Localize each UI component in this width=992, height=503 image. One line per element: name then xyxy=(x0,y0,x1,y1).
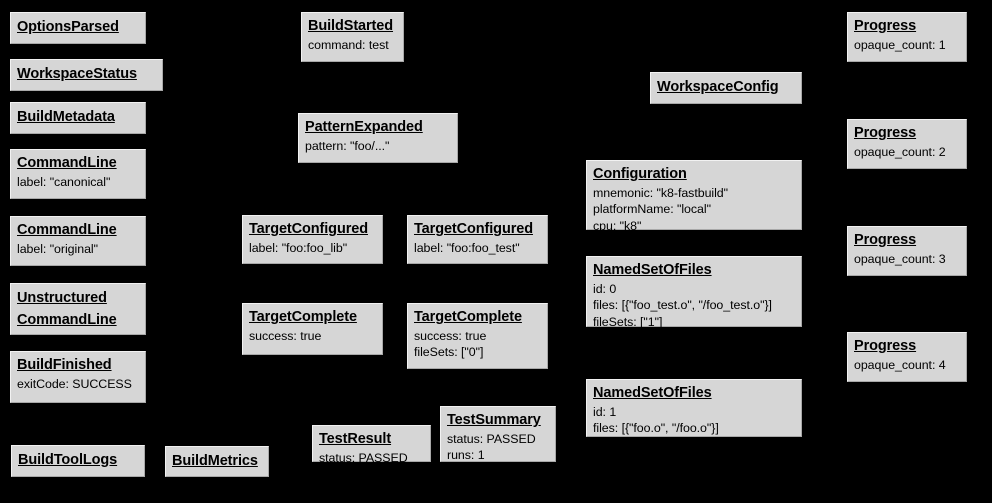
event-node-test-summary[interactable]: TestSummary status: PASSED runs: 1 xyxy=(440,406,556,462)
event-node-title: BuildMetrics xyxy=(172,453,258,469)
event-node-progress-2[interactable]: Progress opaque_count: 2 xyxy=(847,119,967,169)
event-node-title: NamedSetOfFiles xyxy=(593,385,712,401)
event-node-build-finished[interactable]: BuildFinished exitCode: SUCCESS xyxy=(10,351,146,403)
event-node-field: cpu: "k8" xyxy=(593,218,642,233)
event-node-field: opaque_count: 2 xyxy=(854,144,946,159)
event-node-fields: success: true xyxy=(249,328,376,345)
event-node-title: Unstructured CommandLine xyxy=(17,290,117,328)
event-node-title: BuildFinished xyxy=(17,357,112,373)
event-node-field: opaque_count: 4 xyxy=(854,357,946,372)
event-node-named-set-of-files-0[interactable]: NamedSetOfFiles id: 0 files: [{"foo_test.o… xyxy=(586,256,802,329)
event-node-fields: opaque_count: 1 xyxy=(854,37,960,54)
event-node-build-metrics[interactable]: BuildMetrics xyxy=(165,446,269,477)
event-node-field: platformName: "local" xyxy=(593,202,711,217)
event-node-fields: id: 0 files: [{"foo_test.o", "/foo_test.o… xyxy=(593,281,795,331)
event-node-workspace-status[interactable]: WorkspaceStatus xyxy=(10,59,163,91)
event-node-target-complete-foo-lib[interactable]: TargetComplete success: true xyxy=(242,303,383,355)
event-node-build-started[interactable]: BuildStarted command: test xyxy=(301,12,404,62)
event-node-fields: opaque_count: 2 xyxy=(854,144,960,161)
event-node-progress-4[interactable]: Progress opaque_count: 4 xyxy=(847,332,967,382)
event-node-field: fileSets: ["1"] xyxy=(593,314,663,329)
event-node-fields: status: PASSED runs: 1 xyxy=(447,431,549,464)
event-node-title: NamedSetOfFiles xyxy=(593,262,712,278)
event-node-progress-1[interactable]: Progress opaque_count: 1 xyxy=(847,12,967,62)
event-node-command-line-original[interactable]: CommandLine label: "original" xyxy=(10,216,146,266)
event-node-field: opaque_count: 1 xyxy=(854,37,946,52)
event-node-title: CommandLine xyxy=(17,155,117,171)
event-node-field: id: 0 xyxy=(593,281,617,296)
event-node-field: success: true xyxy=(414,328,487,343)
event-node-title: Progress xyxy=(854,18,917,34)
event-node-field: files: [{"foo.o", "/foo.o"}] xyxy=(593,421,719,436)
event-node-configuration[interactable]: Configuration mnemonic: "k8-fastbuild" pla… xyxy=(586,160,802,233)
event-node-title: TargetComplete xyxy=(414,309,522,325)
event-node-fields: label: "foo:foo_test" xyxy=(414,240,541,257)
event-node-title: BuildMetadata xyxy=(17,109,115,125)
event-node-title: Progress xyxy=(854,232,917,248)
event-node-fields: label: "original" xyxy=(17,241,139,258)
event-node-field: id: 1 xyxy=(593,404,617,419)
event-node-title: TestResult xyxy=(319,431,392,447)
event-node-unstructured-command-line[interactable]: Unstructured CommandLine xyxy=(10,283,146,335)
event-node-field: label: "canonical" xyxy=(17,174,111,189)
event-node-fields: pattern: "foo/..." xyxy=(305,138,451,155)
event-node-fields: exitCode: SUCCESS xyxy=(17,376,139,393)
event-node-title: Progress xyxy=(854,338,917,354)
event-node-field: label: "foo:foo_test" xyxy=(414,240,520,255)
event-node-fields: opaque_count: 4 xyxy=(854,357,960,374)
event-node-title: Configuration xyxy=(593,166,687,182)
event-node-field: files: [{"foo_test.o", "/foo_test.o"}] xyxy=(593,298,772,313)
event-node-command-line-canonical[interactable]: CommandLine label: "canonical" xyxy=(10,149,146,199)
event-node-build-tool-logs[interactable]: BuildToolLogs xyxy=(11,445,145,477)
event-node-field: label: "foo:foo_lib" xyxy=(249,240,348,255)
event-node-title: WorkspaceStatus xyxy=(17,66,137,82)
event-node-field: status: PASSED xyxy=(447,431,536,446)
event-node-fields: mnemonic: "k8-fastbuild" platformName: "l… xyxy=(593,185,795,235)
event-node-title: Progress xyxy=(854,125,917,141)
event-node-fields: command: test xyxy=(308,37,397,54)
event-node-target-configured-foo-lib[interactable]: TargetConfigured label: "foo:foo_lib" xyxy=(242,215,383,264)
event-node-field: label: "original" xyxy=(17,241,98,256)
event-node-workspace-config[interactable]: WorkspaceConfig xyxy=(650,72,802,104)
event-node-named-set-of-files-1[interactable]: NamedSetOfFiles id: 1 files: [{"foo.o", "/… xyxy=(586,379,802,437)
event-node-field: runs: 1 xyxy=(447,448,485,463)
event-node-progress-3[interactable]: Progress opaque_count: 3 xyxy=(847,226,967,276)
event-node-pattern-expanded[interactable]: PatternExpanded pattern: "foo/..." xyxy=(298,113,458,163)
event-node-title: PatternExpanded xyxy=(305,119,423,135)
event-node-title: WorkspaceConfig xyxy=(657,79,779,95)
event-node-field: status: PASSED xyxy=(319,450,408,465)
event-node-fields: success: true fileSets: ["0"] xyxy=(414,328,541,361)
event-node-fields: label: "canonical" xyxy=(17,174,139,191)
event-node-fields: status: PASSED xyxy=(319,450,424,467)
event-node-field: mnemonic: "k8-fastbuild" xyxy=(593,185,729,200)
event-node-field: opaque_count: 3 xyxy=(854,251,946,266)
event-node-title: TargetComplete xyxy=(249,309,357,325)
event-node-fields: id: 1 files: [{"foo.o", "/foo.o"}] xyxy=(593,404,795,437)
event-node-title: BuildToolLogs xyxy=(18,452,118,468)
event-node-options-parsed[interactable]: OptionsParsed xyxy=(10,12,146,44)
event-node-title: TargetConfigured xyxy=(414,221,533,237)
event-node-test-result[interactable]: TestResult status: PASSED xyxy=(312,425,431,465)
event-node-field: fileSets: ["0"] xyxy=(414,345,484,360)
event-node-field: pattern: "foo/..." xyxy=(305,138,390,153)
event-node-title: CommandLine xyxy=(17,222,117,238)
event-node-field: command: test xyxy=(308,37,389,52)
event-node-title: OptionsParsed xyxy=(17,19,119,35)
event-node-title: TestSummary xyxy=(447,412,541,428)
event-node-fields: opaque_count: 3 xyxy=(854,251,960,268)
event-node-build-metadata[interactable]: BuildMetadata xyxy=(10,102,146,134)
event-node-title: TargetConfigured xyxy=(249,221,368,237)
event-node-field: success: true xyxy=(249,328,322,343)
event-node-field: exitCode: SUCCESS xyxy=(17,376,132,391)
event-node-title: BuildStarted xyxy=(308,18,394,34)
event-node-target-configured-foo-test[interactable]: TargetConfigured label: "foo:foo_test" xyxy=(407,215,548,264)
event-node-target-complete-foo-test[interactable]: TargetComplete success: true fileSets: ["0… xyxy=(407,303,548,369)
event-node-fields: label: "foo:foo_lib" xyxy=(249,240,376,257)
